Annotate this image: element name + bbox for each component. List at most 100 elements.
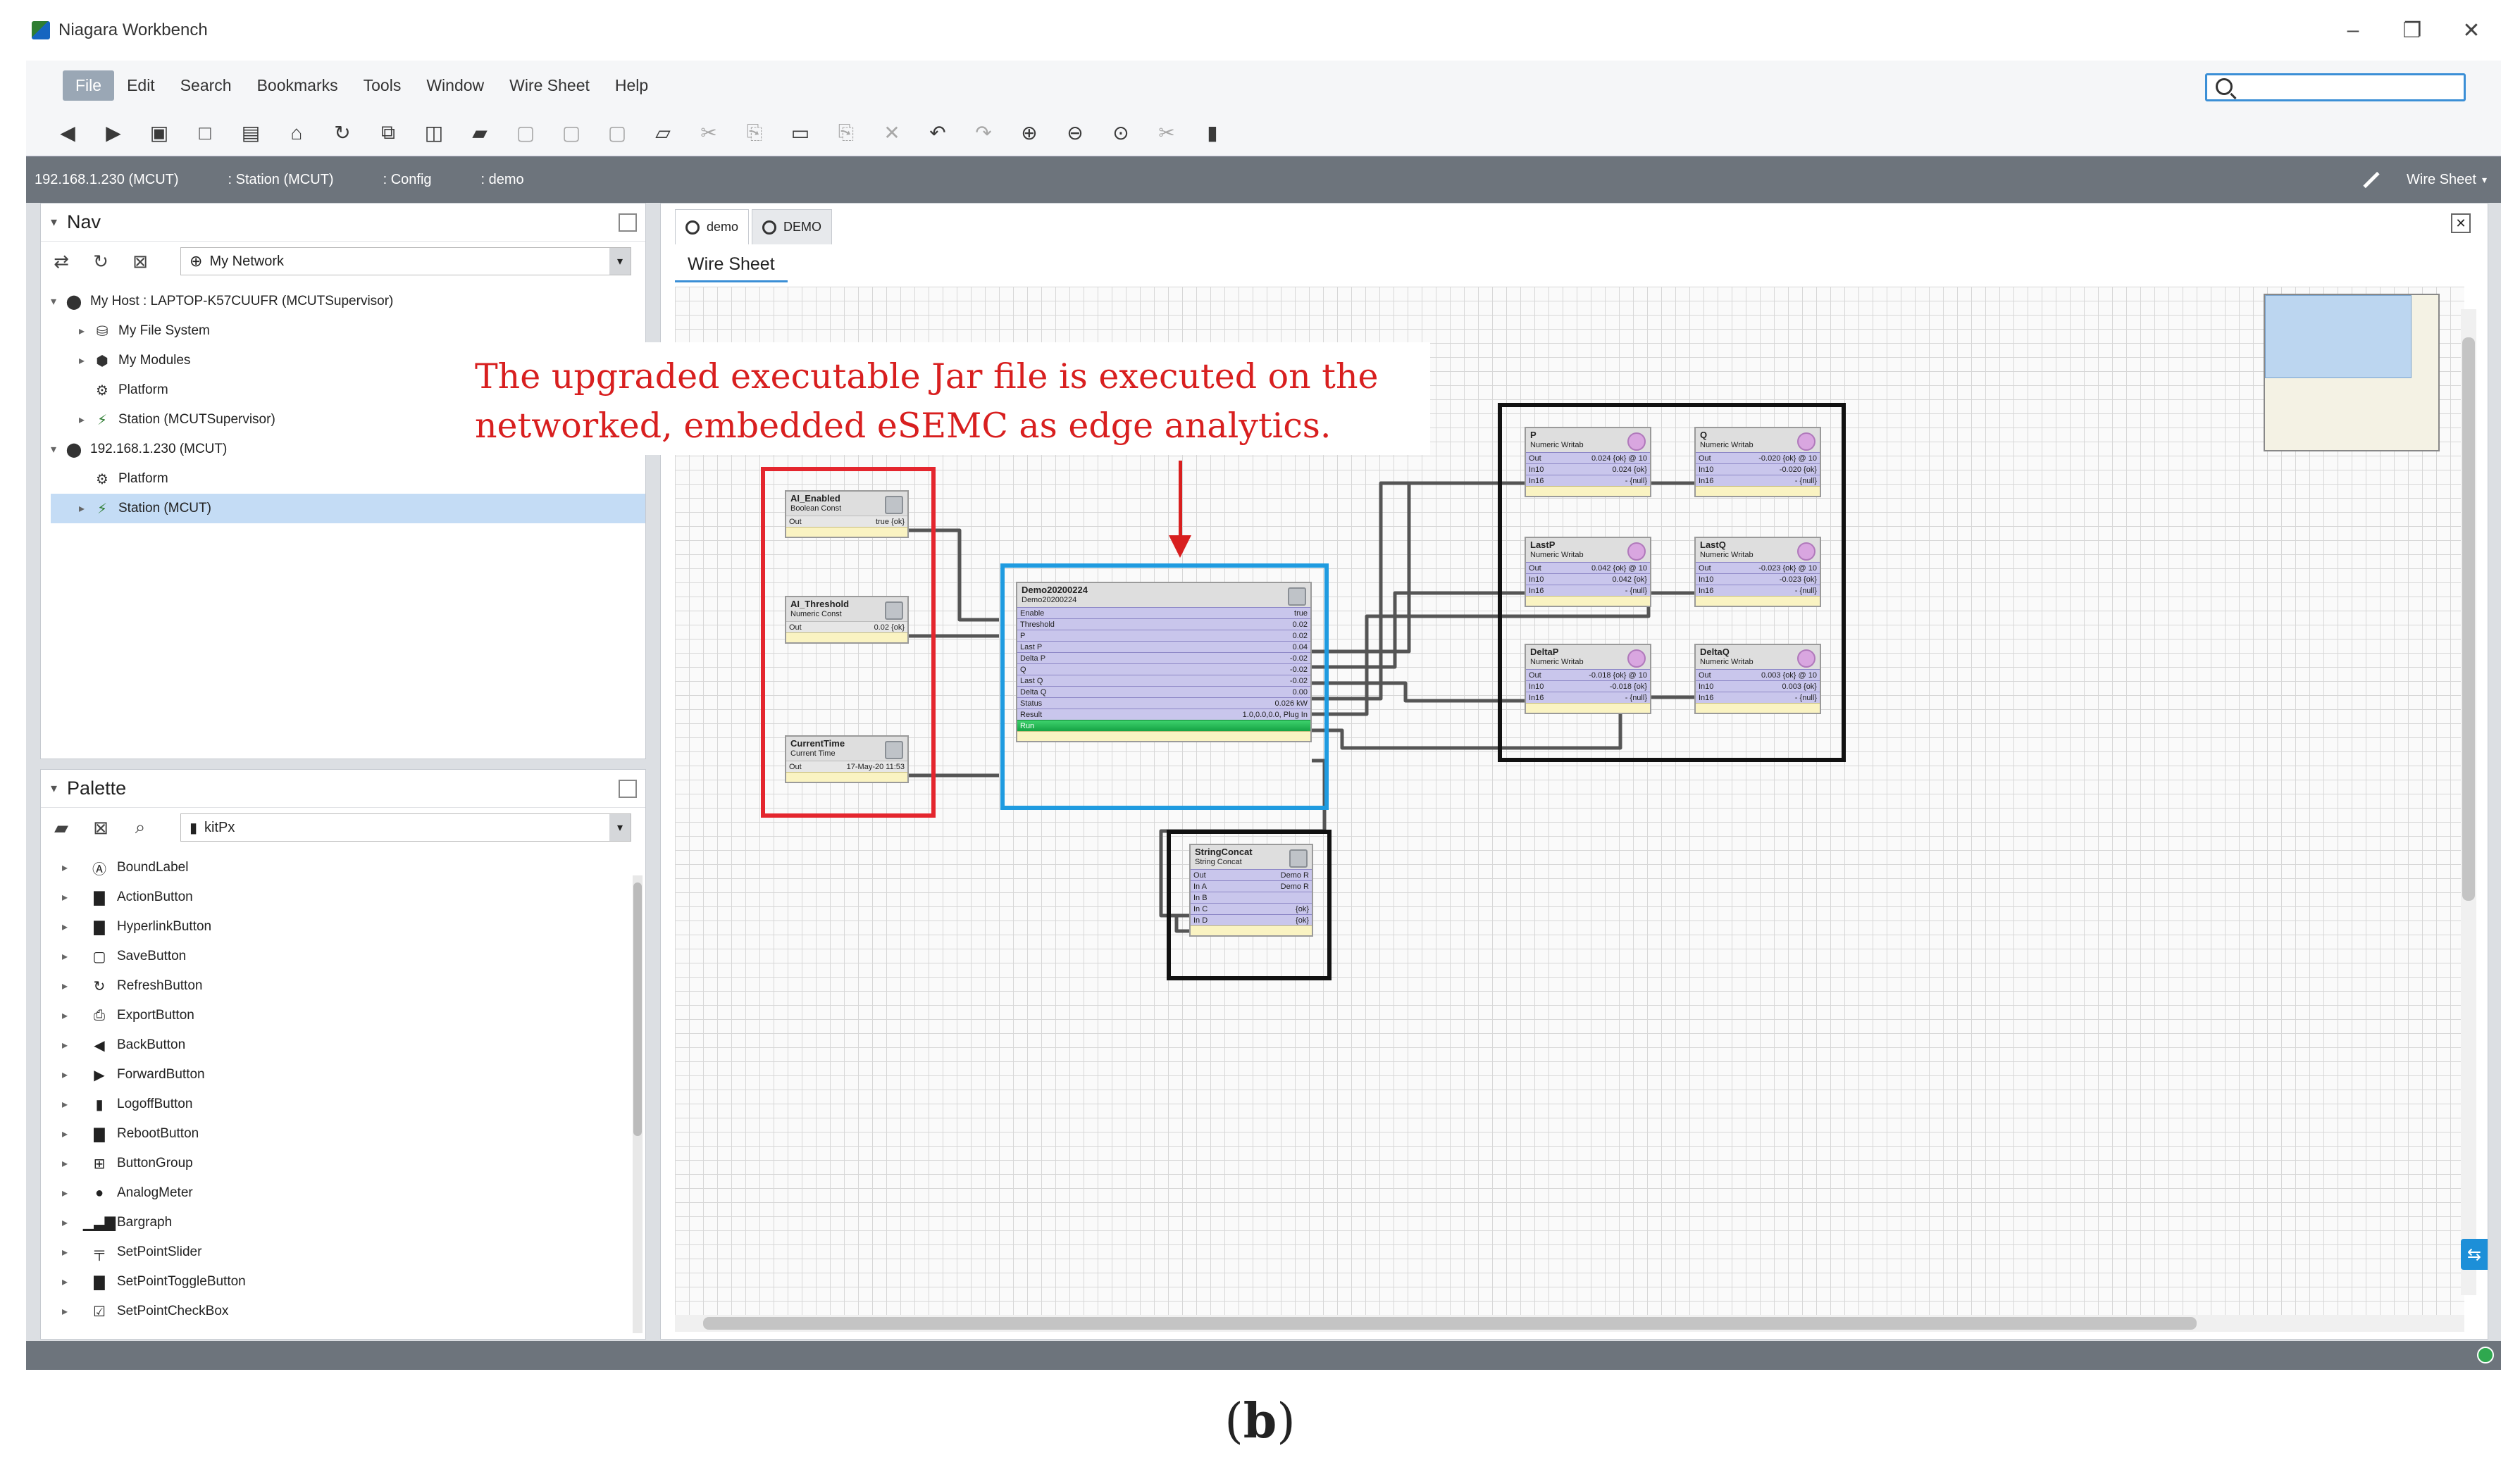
tab-demo-upper[interactable]: DEMO [752,209,833,244]
slot-row[interactable]: In10-0.020 {ok} [1696,463,1820,475]
module-combo[interactable]: ▮ kitPx ▾ [180,813,631,842]
export-icon[interactable]: ▢ [607,122,627,144]
collapsed-chevron-icon[interactable]: ▸ [62,980,68,992]
collapsed-chevron-icon[interactable]: ▸ [62,1099,68,1111]
minimap[interactable] [2264,294,2440,451]
home-icon[interactable]: ⌂ [290,121,303,144]
breadcrumb-host[interactable]: 192.168.1.230 (MCUT) [35,171,179,187]
zoom-fit-icon[interactable]: ⊙ [1112,122,1129,144]
nav-tree-item[interactable]: ▾⬤192.168.1.230 (MCUT) [51,435,645,464]
pin-icon[interactable]: ▮ [1207,122,1218,144]
breadcrumb-demo[interactable]: : demo [480,171,524,187]
slot-row[interactable]: Delta P-0.02 [1017,652,1310,663]
close-view-button[interactable]: ✕ [2451,213,2471,233]
expanded-chevron-icon[interactable]: ▾ [51,444,57,456]
collapsed-chevron-icon[interactable]: ▸ [62,1158,68,1170]
menu-file[interactable]: File [63,70,115,101]
side-panel-toggle-icon[interactable]: ⇆ [2461,1239,2488,1270]
print-icon[interactable]: ▱ [655,122,671,144]
canvas-vertical-scrollbar[interactable] [2461,309,2476,1295]
close-icon[interactable]: ⊠ [132,250,148,272]
palette-item[interactable]: ▸▇SetPointToggleButton [41,1267,645,1297]
collapsed-chevron-icon[interactable]: ▸ [62,1247,68,1259]
palette-item[interactable]: ▸▮LogoffButton [41,1090,645,1119]
slot-row[interactable]: Out-0.018 {ok} @ 10 [1526,669,1650,680]
menu-tools[interactable]: Tools [363,75,402,94]
collapsed-chevron-icon[interactable]: ▸ [79,414,85,426]
save-all-icon[interactable]: ▢ [561,122,581,144]
zoom-in-icon[interactable]: ⊕ [1021,122,1038,144]
slot-row[interactable]: Out-0.020 {ok} @ 10 [1696,452,1820,463]
menu-bookmarks[interactable]: Bookmarks [256,75,338,94]
view-mode-selector[interactable]: Wire Sheet ▾ [2361,156,2487,203]
search-palette-icon[interactable]: ⌕ [135,816,146,837]
palette-item[interactable]: ▸▇RebootButton [41,1119,645,1149]
maximize-panel-icon[interactable] [619,213,637,232]
link-icon[interactable]: ✂ [1158,122,1175,144]
palette-item[interactable]: ▸↻RefreshButton [41,971,645,1001]
network-combo[interactable]: ⊕ My Network ▾ [180,247,631,275]
collapsed-chevron-icon[interactable]: ▸ [62,892,68,904]
back-icon[interactable]: ◀ [60,122,75,144]
menu-edit[interactable]: Edit [127,75,155,94]
palette-scrollbar[interactable] [633,875,643,1333]
slot-row[interactable]: Last Q-0.02 [1017,675,1310,686]
collapsed-chevron-icon[interactable]: ▸ [62,951,68,963]
slot-row[interactable]: Out-0.023 {ok} @ 10 [1696,562,1820,573]
breadcrumb-station[interactable]: : Station (MCUT) [228,171,334,187]
collapsed-chevron-icon[interactable]: ▸ [62,1187,68,1199]
tab-demo[interactable]: demo [675,209,750,244]
palette-item[interactable]: ▸▁▃▇Bargraph [41,1208,645,1237]
nav-tree-item[interactable]: ▸⛁My File System [51,316,645,346]
minimap-viewport[interactable] [2265,295,2412,378]
copy-view-icon[interactable]: ⧉ [381,121,395,143]
close-window-button[interactable]: ✕ [2462,18,2481,42]
palette-item[interactable]: ▸☑SetPointCheckBox [41,1297,645,1326]
slot-row[interactable]: In B [1191,892,1312,903]
bookmark-icon[interactable]: ▤ [241,122,261,144]
slot-row[interactable]: Run [1017,720,1310,731]
palette-item[interactable]: ▸▇HyperlinkButton [41,912,645,942]
collapsed-chevron-icon[interactable]: ▸ [62,1128,68,1140]
undo-icon[interactable]: ↶ [929,122,946,144]
new-tab-icon[interactable]: □ [199,121,211,144]
palette-item[interactable]: ▸╤SetPointSlider [41,1237,645,1267]
canvas-horizontal-scrollbar[interactable] [675,1315,2464,1332]
palette-item[interactable]: ▸▇ActionButton [41,882,645,912]
refresh-icon[interactable]: ↻ [334,122,351,144]
slot-row[interactable]: In10-0.018 {ok} [1526,680,1650,692]
menu-window[interactable]: Window [426,75,485,94]
redo-icon[interactable]: ↷ [975,122,992,144]
close-palette-icon[interactable]: ⊠ [93,816,108,838]
collapsed-chevron-icon[interactable]: ▸ [62,1217,68,1229]
side-bar-icon[interactable]: ◫ [424,122,444,144]
collapsed-chevron-icon[interactable]: ▸ [62,1010,68,1022]
folder-icon[interactable]: ▰ [472,122,488,144]
palette-item[interactable]: ▸▶ForwardButton [41,1060,645,1090]
delete-icon[interactable]: ✕ [883,122,900,144]
nav-tree-item[interactable]: ▸⚡Station (MCUT) [51,494,645,523]
zoom-out-icon[interactable]: ⊖ [1067,122,1084,144]
nav-tree-item[interactable]: ▸⚡Station (MCUTSupervisor) [51,405,645,435]
cut-icon[interactable]: ✂ [700,122,717,144]
slot-row[interactable]: In D{ok} [1191,914,1312,925]
menu-help[interactable]: Help [614,75,649,94]
refresh-icon[interactable]: ↻ [93,250,108,272]
slot-row[interactable]: In16- {null} [1696,585,1820,596]
nav-tree-item[interactable]: ▾⬤My Host : LAPTOP-K57CUUFR (MCUTSupervi… [51,287,645,316]
menu-wire-sheet[interactable]: Wire Sheet [509,75,590,94]
